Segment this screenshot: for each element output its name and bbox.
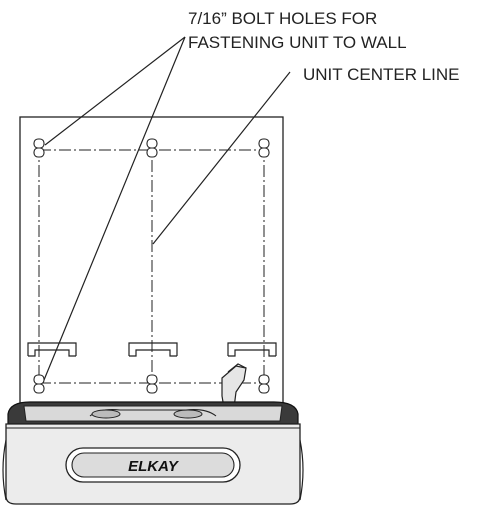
bolt-hole [258,147,270,158]
construction-lines [38,140,265,395]
basin [7,401,299,425]
bolt-hole [146,374,158,385]
hanger-bracket-left [27,342,77,357]
bolt-hole [33,138,45,149]
bolt-hole [33,147,45,158]
bubbler-body [221,365,247,409]
leader-lines [43,36,291,381]
bolt-hole [33,383,45,394]
hanger-bracket-right [227,342,277,357]
apron-right-side [299,439,304,501]
top-bolt-holes [33,138,270,158]
front-apron: ELKAY [2,423,304,505]
basin-drain-left [91,409,121,419]
bolt-holes-label-line1: 7/16” BOLT HOLES FOR [188,9,377,28]
bolt-holes-label-line2: FASTENING UNIT TO WALL [188,33,407,52]
bubbler-spout [221,363,247,409]
leader-line-top-hole [44,36,186,146]
bolt-hole [258,138,270,149]
bottom-bolt-holes [33,374,270,394]
hanger-brackets [27,342,277,357]
basin-bowl [23,405,283,422]
bubbler-tip [227,363,247,373]
apron-left-side [2,439,7,501]
bolt-hole [258,383,270,394]
bolt-hole [146,147,158,158]
basin-drain-right [173,409,203,419]
hanger-bracket-center [128,342,178,357]
bolt-hole [258,374,270,385]
elkay-logo-text: ELKAY [128,458,180,475]
bolt-hole [146,138,158,149]
center-line-label: UNIT CENTER LINE [303,65,460,84]
push-bar-inner [71,452,235,478]
bolt-hole [33,374,45,385]
bolt-hole [146,383,158,394]
leader-line-bottom-hole [43,36,186,381]
leader-line-center [152,71,291,245]
